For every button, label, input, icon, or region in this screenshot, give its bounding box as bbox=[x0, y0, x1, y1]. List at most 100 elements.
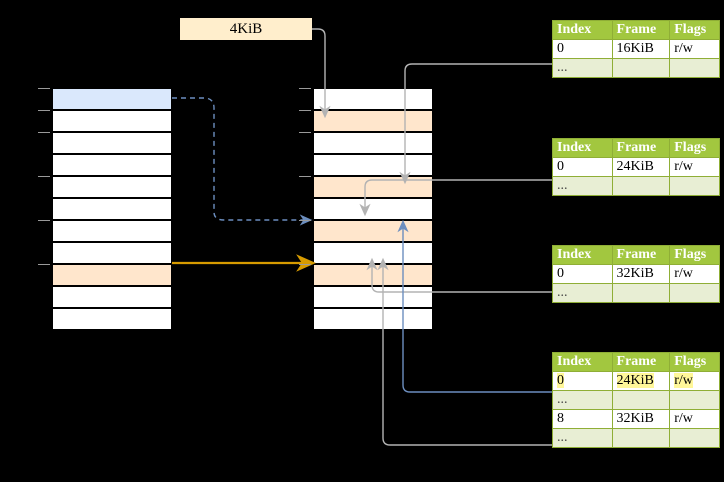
pmem-tick-6 bbox=[299, 220, 311, 221]
page-table-4-r2-c1: 32KiB bbox=[611, 409, 671, 430]
page-table-4-r3-c1 bbox=[611, 428, 671, 449]
vaddr-row-10[interactable] bbox=[52, 308, 172, 330]
page-table-2-r0-c1: 24KiB bbox=[611, 157, 671, 178]
pmem-row-2[interactable] bbox=[313, 132, 433, 154]
page-table-4-header-frame: Frame bbox=[611, 351, 671, 373]
page-table-1-r0-c2: r/w bbox=[669, 39, 720, 60]
vaddr-row-5[interactable] bbox=[52, 198, 172, 220]
page-table-4-row-3[interactable]: ... bbox=[552, 428, 720, 449]
page-table-4-r0-c2: r/w bbox=[669, 371, 720, 392]
page-table-4-r0-c0: 0 bbox=[552, 371, 613, 392]
page-table-4-row-0[interactable]: 0 24KiB r/w bbox=[552, 371, 720, 392]
pmem-row-3[interactable] bbox=[313, 154, 433, 176]
page-table-1-r0-c1: 16KiB bbox=[611, 39, 671, 60]
physical-memory-column bbox=[313, 88, 433, 330]
page-table-4-r3-c0: ... bbox=[552, 428, 613, 449]
virtual-address-space-column bbox=[52, 88, 172, 330]
page-table-4-r1-c1 bbox=[611, 390, 671, 411]
pmem-row-6[interactable] bbox=[313, 220, 433, 242]
page-table-3-r1-c1 bbox=[611, 283, 671, 304]
page-table-2-r1-c2 bbox=[669, 176, 720, 197]
vaddr-row-7[interactable] bbox=[52, 242, 172, 264]
page-table-4-r2-c2: r/w bbox=[669, 409, 720, 430]
page-table-2-r1-c0: ... bbox=[552, 176, 613, 197]
pmem-row-5[interactable] bbox=[313, 198, 433, 220]
pmem-tick-0 bbox=[299, 88, 311, 89]
page-table-4-r1-c0: ... bbox=[552, 390, 613, 411]
vaddr-row-8[interactable] bbox=[52, 264, 172, 286]
page-table-3-r0-c1: 32KiB bbox=[611, 264, 671, 285]
page-table-4-header-index: Index bbox=[552, 351, 613, 373]
pmem-tick-4 bbox=[299, 176, 311, 177]
pmem-tick-8 bbox=[299, 264, 311, 265]
page-table-1-row-1[interactable]: ... bbox=[552, 58, 720, 79]
pmem-row-0[interactable] bbox=[313, 88, 433, 110]
vaddr-row-4[interactable] bbox=[52, 176, 172, 198]
page-table-2-header-flags: Flags bbox=[669, 137, 720, 159]
page-table-3-header-frame: Frame bbox=[611, 244, 671, 266]
page-table-2-header-index: Index bbox=[552, 137, 613, 159]
pmem-row-10[interactable] bbox=[313, 308, 433, 330]
pmem-row-4[interactable] bbox=[313, 176, 433, 198]
page-table-3-r1-c2 bbox=[669, 283, 720, 304]
pmem-tick-2 bbox=[299, 132, 311, 133]
page-table-1-header-frame: Frame bbox=[611, 19, 671, 41]
page-table-1-header-flags: Flags bbox=[669, 19, 720, 41]
vaddr-row-0[interactable] bbox=[52, 88, 172, 110]
page-table-2-r1-c1 bbox=[611, 176, 671, 197]
pmem-row-8[interactable] bbox=[313, 264, 433, 286]
vaddr-tick-0 bbox=[38, 88, 50, 89]
page-table-2-r0-c0: 0 bbox=[552, 157, 613, 178]
page-table-1-header-index: Index bbox=[552, 19, 613, 41]
page-table-2-row-1[interactable]: ... bbox=[552, 176, 720, 197]
page-table-1-r1-c2 bbox=[669, 58, 720, 79]
page-table-4-row-1[interactable]: ... bbox=[552, 390, 720, 411]
vaddr-tick-4 bbox=[38, 176, 50, 177]
page-table-3-header-index: Index bbox=[552, 244, 613, 266]
page-table-2-r0-c2: r/w bbox=[669, 157, 720, 178]
pmem-tick-1 bbox=[299, 110, 311, 111]
pmem-row-7[interactable] bbox=[313, 242, 433, 264]
page-table-3-r0-c0: 0 bbox=[552, 264, 613, 285]
page-table-2-header-frame: Frame bbox=[611, 137, 671, 159]
page-table-3-r1-c0: ... bbox=[552, 283, 613, 304]
offset-label: 4KiB bbox=[180, 18, 312, 40]
vaddr-tick-2 bbox=[38, 132, 50, 133]
page-table-1-r1-c1 bbox=[611, 58, 671, 79]
page-table-3-r0-c2: r/w bbox=[669, 264, 720, 285]
page-table-4-r2-c0: 8 bbox=[552, 409, 613, 430]
page-table-3-row-1[interactable]: ... bbox=[552, 283, 720, 304]
page-table-1-r0-c0: 0 bbox=[552, 39, 613, 60]
page-table-4-r1-c2 bbox=[669, 390, 720, 411]
vaddr-row-9[interactable] bbox=[52, 286, 172, 308]
vaddr-tick-1 bbox=[38, 110, 50, 111]
highlighted-value: r/w bbox=[674, 373, 693, 389]
page-table-4-header-flags: Flags bbox=[669, 351, 720, 373]
vaddr-row-1[interactable] bbox=[52, 110, 172, 132]
pmem-row-1[interactable] bbox=[313, 110, 433, 132]
page-table-1-r1-c0: ... bbox=[552, 58, 613, 79]
highlighted-value: 24KiB bbox=[616, 373, 654, 389]
page-table-4-r0-c1: 24KiB bbox=[611, 371, 671, 392]
vaddr-tick-8 bbox=[38, 264, 50, 265]
highlighted-value: 0 bbox=[557, 373, 564, 389]
page-table-3-header-flags: Flags bbox=[669, 244, 720, 266]
vaddr-row-6[interactable] bbox=[52, 220, 172, 242]
vaddr-row-2[interactable] bbox=[52, 132, 172, 154]
pmem-row-9[interactable] bbox=[313, 286, 433, 308]
vaddr-row-3[interactable] bbox=[52, 154, 172, 176]
page-table-4-r3-c2 bbox=[669, 428, 720, 449]
